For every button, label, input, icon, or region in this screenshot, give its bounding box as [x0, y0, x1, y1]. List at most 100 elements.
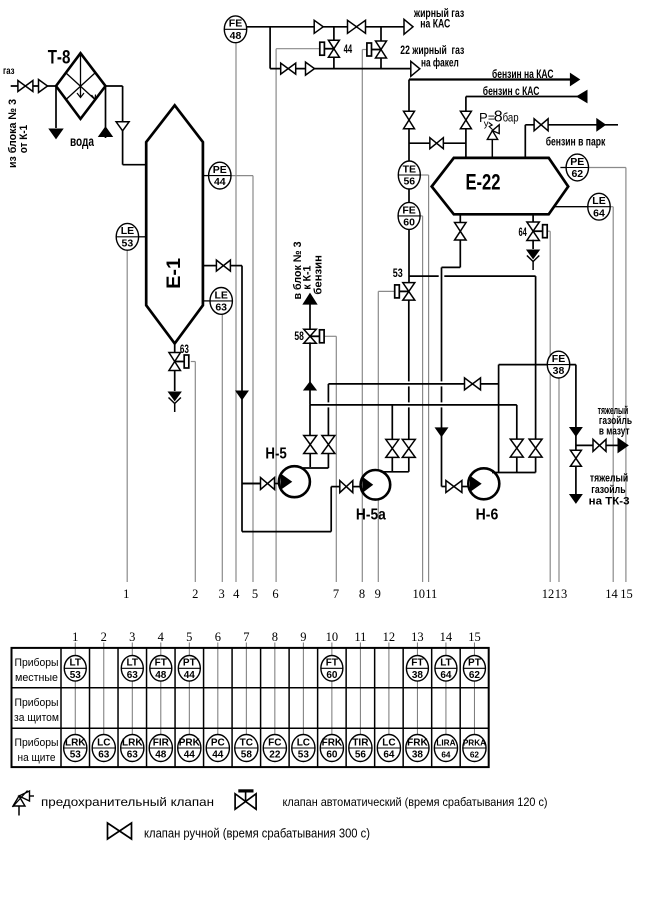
svg-text:PRKA: PRKA [463, 738, 486, 747]
svg-text:бензин в парк: бензин в парк [546, 137, 606, 149]
svg-text:FE: FE [229, 18, 242, 30]
svg-text:64: 64 [519, 227, 528, 239]
svg-text:63: 63 [215, 302, 227, 314]
svg-text:газойль: газойль [591, 484, 626, 496]
svg-text:газойль: газойль [599, 415, 632, 427]
svg-text:FT: FT [411, 658, 423, 669]
svg-text:Приборы: Приборы [15, 657, 59, 669]
svg-text:12: 12 [542, 587, 555, 601]
svg-text:8: 8 [272, 630, 278, 644]
svg-text:PT: PT [183, 658, 196, 669]
svg-text:LT: LT [440, 658, 451, 669]
svg-text:2: 2 [192, 587, 198, 601]
svg-text:Приборы: Приборы [15, 737, 59, 749]
svg-text:TC: TC [240, 737, 253, 748]
svg-text:44: 44 [212, 750, 224, 761]
svg-text:53: 53 [70, 670, 82, 681]
svg-text:в мазут: в мазут [599, 425, 630, 437]
svg-text:7: 7 [333, 587, 339, 601]
svg-text:Е-22: Е-22 [465, 169, 500, 194]
svg-text:тяжелый: тяжелый [590, 473, 628, 485]
svg-text:4: 4 [158, 630, 165, 644]
svg-text:63: 63 [127, 750, 139, 761]
svg-text:56: 56 [403, 176, 415, 188]
svg-text:44: 44 [184, 670, 196, 681]
svg-text:4: 4 [233, 587, 240, 601]
svg-text:60: 60 [326, 670, 338, 681]
svg-text:Н-5а: Н-5а [356, 507, 386, 524]
svg-text:38: 38 [412, 670, 424, 681]
svg-text:14: 14 [440, 630, 453, 644]
svg-text:у: у [484, 119, 489, 130]
svg-text:44: 44 [184, 750, 196, 761]
svg-text:предохранительный клапан: предохранительный клапан [41, 795, 214, 809]
svg-text:58: 58 [294, 331, 304, 343]
svg-text:Е-1: Е-1 [164, 257, 185, 288]
svg-text:11: 11 [425, 587, 437, 601]
svg-text:бензин с КАС: бензин с КАС [483, 86, 540, 98]
svg-text:6: 6 [215, 630, 221, 644]
svg-text:10: 10 [326, 630, 339, 644]
svg-text:на КАС: на КАС [420, 19, 450, 31]
svg-text:53: 53 [70, 750, 82, 761]
svg-text:10: 10 [413, 587, 426, 601]
svg-text:63: 63 [127, 670, 139, 681]
svg-text:7: 7 [243, 630, 249, 644]
svg-text:клапан автоматический (время с: клапан автоматический (время срабатывани… [283, 795, 548, 809]
svg-text:за щитом: за щитом [14, 712, 59, 724]
svg-text:8: 8 [359, 587, 365, 601]
svg-text:тяжелый: тяжелый [598, 405, 629, 417]
svg-text:LRK: LRK [65, 737, 86, 748]
svg-text:PE: PE [213, 164, 227, 176]
svg-text:LC: LC [382, 737, 395, 748]
svg-text:LT: LT [70, 658, 81, 669]
svg-text:вода: вода [70, 134, 94, 149]
svg-text:60: 60 [326, 750, 338, 761]
svg-text:2: 2 [101, 630, 107, 644]
svg-text:58: 58 [241, 750, 253, 761]
svg-text:63: 63 [180, 344, 189, 356]
svg-text:FT: FT [326, 658, 338, 669]
svg-text:LRK: LRK [122, 737, 143, 748]
svg-text:14: 14 [605, 587, 618, 601]
svg-text:FT: FT [155, 658, 167, 669]
svg-text:бензин: бензин [313, 255, 325, 295]
svg-text:из блока № 3: из блока № 3 [7, 99, 19, 168]
svg-text:местные: местные [15, 672, 58, 684]
svg-text:48: 48 [155, 670, 167, 681]
svg-text:FE: FE [552, 353, 565, 365]
svg-text:TE: TE [403, 163, 416, 175]
svg-text:15: 15 [620, 587, 633, 601]
svg-text:62: 62 [571, 168, 583, 180]
svg-text:LE: LE [121, 225, 134, 237]
svg-text:LC: LC [297, 737, 310, 748]
svg-text:Н-5: Н-5 [265, 446, 287, 463]
svg-text:22 жирный газ: 22 жирный газ [400, 45, 464, 57]
svg-text:63: 63 [98, 750, 110, 761]
svg-text:Р: Р [479, 110, 488, 125]
svg-text:бар: бар [503, 111, 519, 125]
svg-text:Приборы: Приборы [15, 697, 59, 709]
svg-text:48: 48 [155, 750, 167, 761]
svg-text:Т-8: Т-8 [48, 48, 71, 69]
svg-text:FIR: FIR [153, 737, 170, 748]
svg-text:FRK: FRK [407, 737, 428, 748]
svg-text:PE: PE [570, 156, 584, 168]
svg-text:3: 3 [218, 587, 224, 601]
svg-text:44: 44 [344, 44, 353, 56]
svg-text:Н-6: Н-6 [476, 507, 499, 524]
svg-text:64: 64 [593, 207, 605, 219]
svg-text:на ТК-3: на ТК-3 [589, 496, 630, 508]
svg-text:газ: газ [3, 65, 15, 77]
svg-text:44: 44 [214, 176, 226, 188]
svg-text:в блок № 3: в блок № 3 [292, 242, 304, 300]
svg-text:=: = [488, 111, 495, 125]
svg-text:к К-1: к К-1 [302, 266, 314, 290]
svg-text:12: 12 [383, 630, 396, 644]
svg-text:1: 1 [123, 587, 129, 601]
svg-text:FC: FC [268, 737, 281, 748]
svg-text:на факел: на факел [421, 57, 459, 69]
svg-text:8: 8 [494, 108, 503, 125]
svg-text:PRK: PRK [179, 737, 201, 748]
svg-text:от К-1: от К-1 [18, 125, 30, 153]
